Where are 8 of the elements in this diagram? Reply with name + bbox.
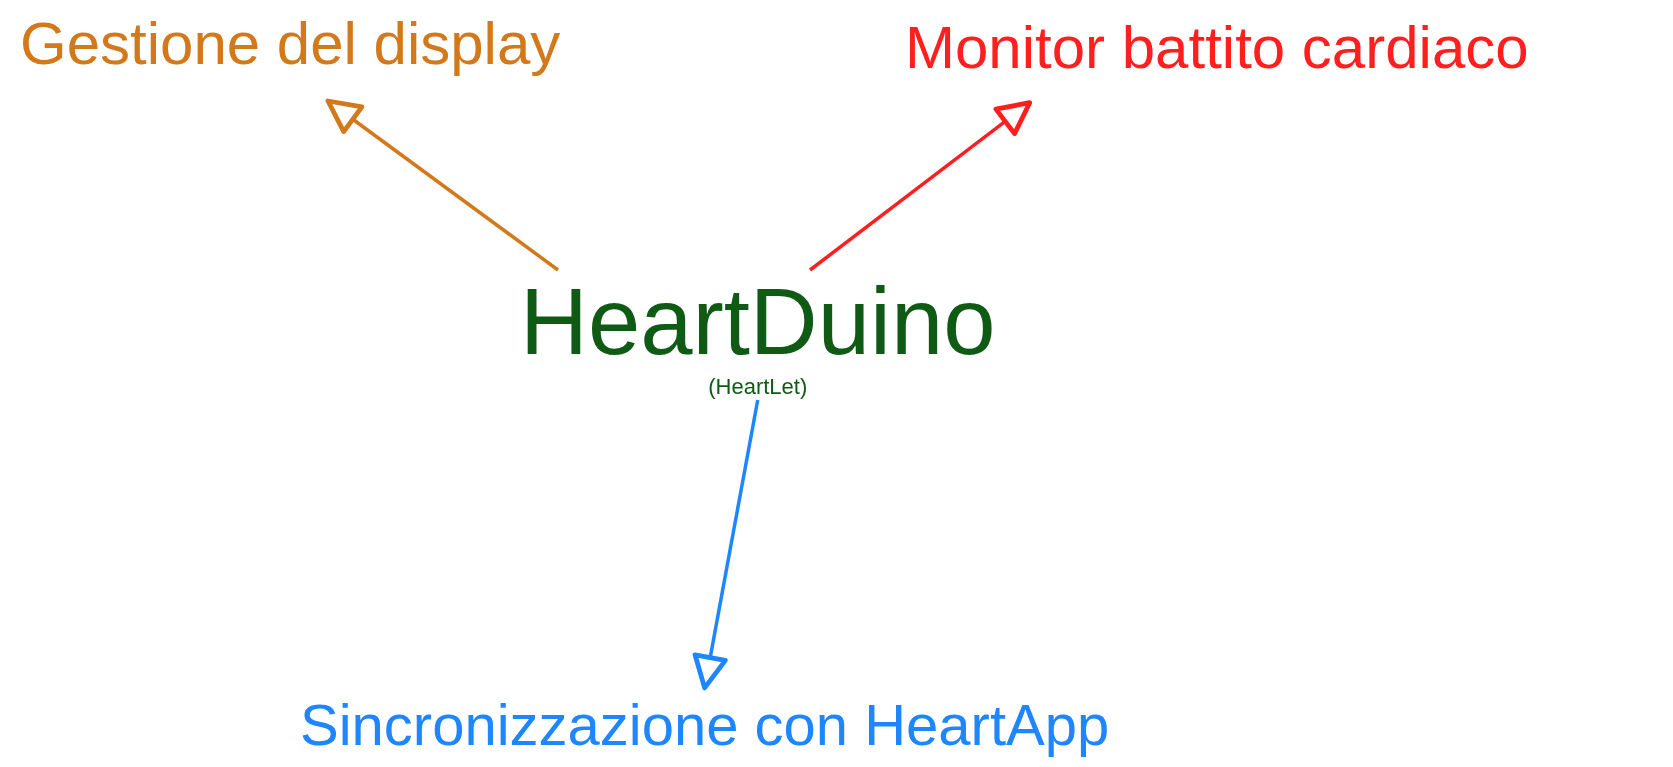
node-label: Gestione del display [20, 9, 561, 79]
node-label: Sincronizzazione con HeartApp [300, 691, 1110, 759]
node-label: HeartDuino [520, 270, 996, 374]
node-subtitle: (HeartLet) [708, 374, 808, 400]
arrow [325, 98, 560, 272]
arrow [808, 100, 1033, 272]
node-label: Monitor battito cardiaco [905, 13, 1529, 83]
arrow [692, 399, 760, 691]
